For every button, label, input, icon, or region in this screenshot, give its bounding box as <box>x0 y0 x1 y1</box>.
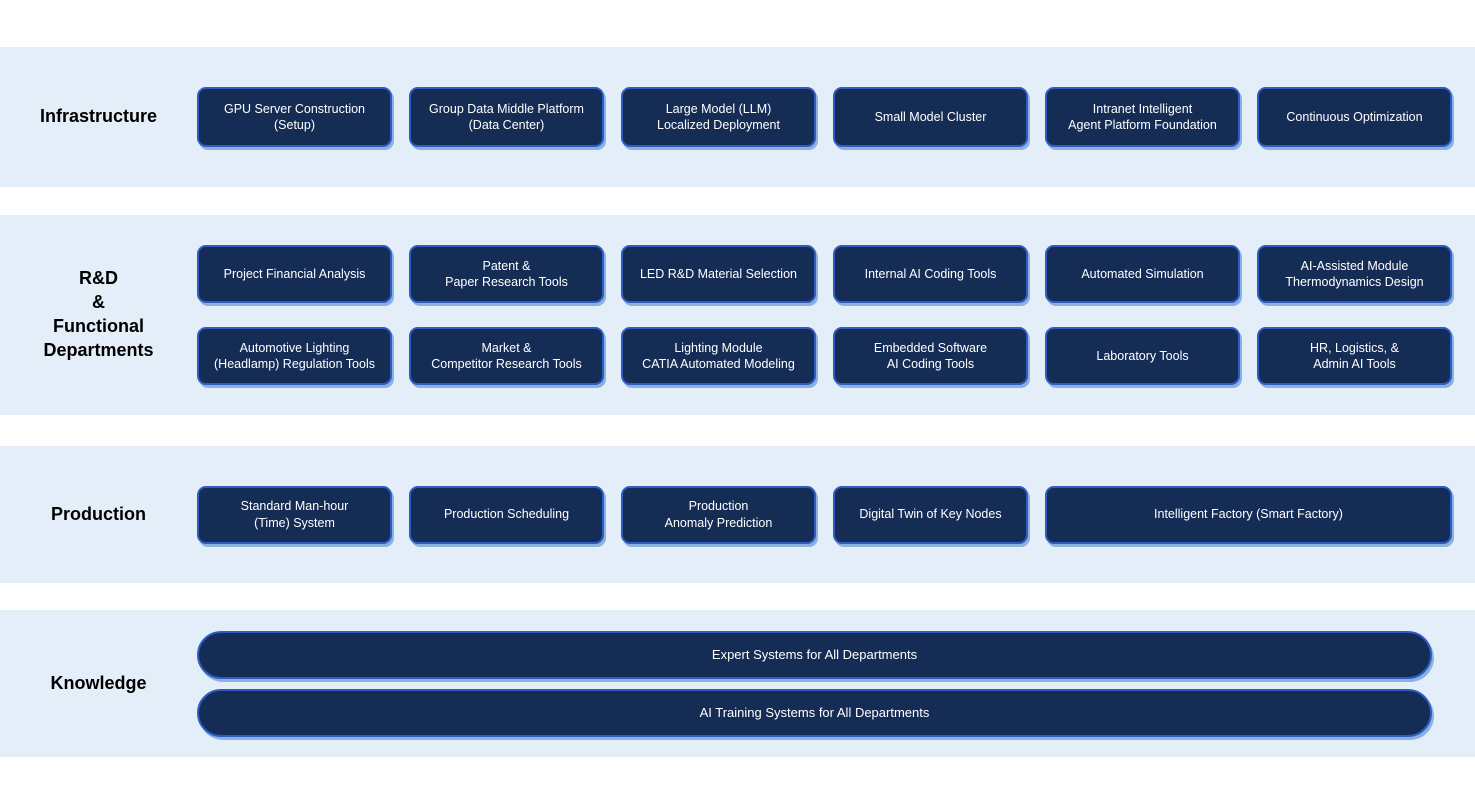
band-label-knowledge: Knowledge <box>50 672 147 693</box>
box-project-financial-analysis: Project Financial Analysis <box>197 245 392 303</box>
box-embedded-software-ai-coding-tools: Embedded Software AI Coding Tools <box>833 327 1028 385</box>
box-ai-assisted-module-thermodynamics-design: AI-Assisted Module Thermodynamics Design <box>1257 245 1452 303</box>
production-box-grid: Standard Man-hour (Time) System Producti… <box>197 485 1452 544</box>
box-expert-systems-all-departments: Expert Systems for All Departments <box>197 630 1432 679</box>
box-patent-paper-research-tools: Patent & Paper Research Tools <box>409 245 604 303</box>
box-automated-simulation: Automated Simulation <box>1045 245 1240 303</box>
box-lighting-module-catia-automated-modeling: Lighting Module CATIA Automated Modeling <box>621 327 816 385</box>
band-knowledge: Knowledge Expert Systems for All Departm… <box>0 610 1475 757</box>
box-gpu-server-construction: GPU Server Construction (Setup) <box>197 87 392 147</box>
box-market-competitor-research-tools: Market & Competitor Research Tools <box>409 327 604 385</box>
band-label-infrastructure: Infrastructure <box>39 106 158 127</box>
box-automotive-lighting-regulation-tools: Automotive Lighting (Headlamp) Regulatio… <box>197 327 392 385</box>
box-digital-twin-of-key-nodes: Digital Twin of Key Nodes <box>833 485 1028 544</box>
box-standard-man-hour-system: Standard Man-hour (Time) System <box>197 485 392 544</box>
box-led-rd-material-selection: LED R&D Material Selection <box>621 245 816 303</box>
box-production-anomaly-prediction: Production Anomaly Prediction <box>621 485 816 544</box>
box-small-model-cluster: Small Model Cluster <box>833 87 1028 147</box>
rnd-box-grid: Project Financial Analysis Patent & Pape… <box>197 245 1452 385</box>
infrastructure-box-grid: GPU Server Construction (Setup) Group Da… <box>197 87 1452 147</box>
box-laboratory-tools: Laboratory Tools <box>1045 327 1240 385</box>
band-infrastructure: Infrastructure GPU Server Construction (… <box>0 47 1475 187</box>
box-intelligent-factory-smart-factory: Intelligent Factory (Smart Factory) <box>1045 485 1452 544</box>
box-production-scheduling: Production Scheduling <box>409 485 604 544</box>
box-large-model-llm-localized-deployment: Large Model (LLM) Localized Deployment <box>621 87 816 147</box>
box-internal-ai-coding-tools: Internal AI Coding Tools <box>833 245 1028 303</box>
box-ai-training-systems-all-departments: AI Training Systems for All Departments <box>197 688 1432 737</box>
band-rnd-functional-departments: R&D & Functional Departments Project Fin… <box>0 215 1475 415</box>
band-label-production: Production <box>51 503 146 524</box>
box-continuous-optimization: Continuous Optimization <box>1257 87 1452 147</box>
band-production: Production Standard Man-hour (Time) Syst… <box>0 446 1475 583</box>
knowledge-box-grid: Expert Systems for All Departments AI Tr… <box>197 630 1432 737</box>
band-label-rnd-functional-departments: R&D & Functional Departments <box>43 268 154 360</box>
box-group-data-middle-platform: Group Data Middle Platform (Data Center) <box>409 87 604 147</box>
box-intranet-agent-platform-foundation: Intranet Intelligent Agent Platform Foun… <box>1045 87 1240 147</box>
box-hr-logistics-admin-ai-tools: HR, Logistics, & Admin AI Tools <box>1257 327 1452 385</box>
